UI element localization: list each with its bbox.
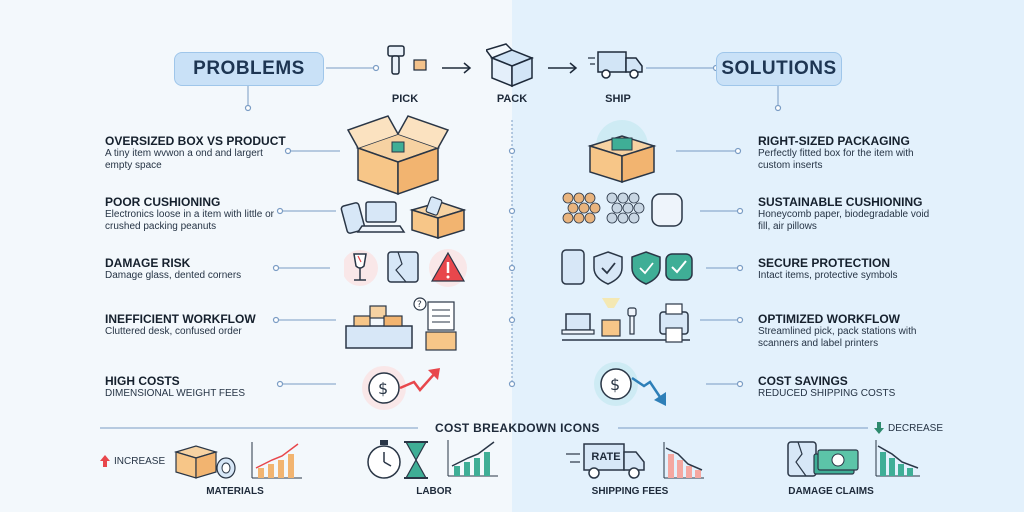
damage-icons: [344, 249, 467, 287]
solution-desc-optimized-workflow: Streamlined pick, pack stations with sca…: [758, 326, 917, 349]
solution-title-cost-savings: COST SAVINGS: [758, 374, 848, 388]
stage-ship: SHIP: [605, 93, 631, 105]
stage-pack: PACK: [496, 93, 528, 105]
problem-title-high-costs: HIGH COSTS: [105, 374, 180, 388]
labor-icons: [367, 440, 498, 479]
shipping-fees-icons: [566, 442, 704, 479]
damage-claims-icons: [787, 440, 920, 477]
rate-label: RATE: [591, 451, 621, 463]
solution-title-secure-protection: SECURE PROTECTION: [758, 256, 891, 270]
solutions-heading: SOLUTIONS: [716, 52, 842, 86]
oversized-box-icon: [346, 115, 450, 196]
decrease-legend: DECREASE: [874, 422, 943, 434]
increase-legend: INCREASE: [100, 455, 165, 467]
right-sized-box-icon: [587, 120, 657, 184]
solution-title-right-sized: RIGHT-SIZED PACKAGING: [758, 134, 910, 148]
problem-desc-inefficient-workflow: Cluttered desk, confused order: [105, 326, 242, 337]
stage-pick: PICK: [391, 93, 419, 105]
rising-dollar-icon: $: [362, 366, 440, 410]
svg-text:$: $: [378, 379, 388, 398]
svg-text:$: $: [610, 375, 620, 394]
protection-shields-icon: [561, 249, 693, 285]
problems-heading: PROBLEMS: [174, 52, 324, 86]
loose-electronics-icon: [340, 196, 467, 240]
open-box-icon: [486, 43, 535, 88]
sustainable-cushioning-icon: [562, 192, 683, 227]
svg-text:?: ?: [417, 300, 422, 310]
materials-icons: [173, 442, 302, 479]
cluttered-desk-icon: ?: [345, 297, 457, 351]
cost-materials-label: MATERIALS: [206, 486, 264, 497]
solution-desc-sustainable-cushioning: Honeycomb paper, biodegradable void fill…: [758, 209, 930, 232]
cost-shipping-label: SHIPPING FEES: [591, 486, 669, 497]
cost-labor-label: LABOR: [416, 486, 452, 497]
decrease-label: DECREASE: [888, 422, 944, 434]
solution-title-optimized-workflow: OPTIMIZED WORKFLOW: [758, 312, 900, 326]
scanner-icon: [387, 45, 427, 75]
arrow-down-icon: [874, 422, 884, 434]
falling-dollar-icon: $: [594, 362, 666, 406]
truck-icon: [588, 51, 643, 79]
cost-breakdown-title: COST BREAKDOWN ICONS: [435, 421, 600, 435]
solution-title-sustainable-cushioning: SUSTAINABLE CUSHIONING: [758, 195, 923, 209]
optimized-station-icon: [561, 298, 690, 343]
solution-desc-cost-savings: REDUCED SHIPPING COSTS: [758, 388, 896, 399]
problem-title-oversized-box: OVERSIZED BOX VS PRODUCT: [105, 134, 286, 148]
problem-desc-high-costs: DIMENSIONAL WEIGHT FEES: [105, 388, 246, 399]
problem-desc-damage-risk: Damage glass, dented corners: [105, 270, 242, 281]
problem-title-inefficient-workflow: INEFFICIENT WORKFLOW: [105, 312, 256, 326]
solution-desc-right-sized: Perfectly fitted box for the item with c…: [758, 148, 914, 171]
problem-desc-oversized-box: A tiny item wvwon a ond and largert empt…: [105, 148, 263, 171]
increase-label: INCREASE: [114, 455, 166, 467]
arrow-up-icon: [100, 455, 110, 467]
problem-title-damage-risk: DAMAGE RISK: [105, 256, 191, 270]
problem-title-poor-cushioning: POOR CUSHIONING: [105, 195, 221, 209]
solution-desc-secure-protection: Intact items, protective symbols: [758, 270, 898, 281]
cost-damage-claims-label: DAMAGE CLAIMS: [788, 486, 874, 497]
problem-desc-poor-cushioning: Electronics loose in a item with little …: [105, 209, 274, 232]
